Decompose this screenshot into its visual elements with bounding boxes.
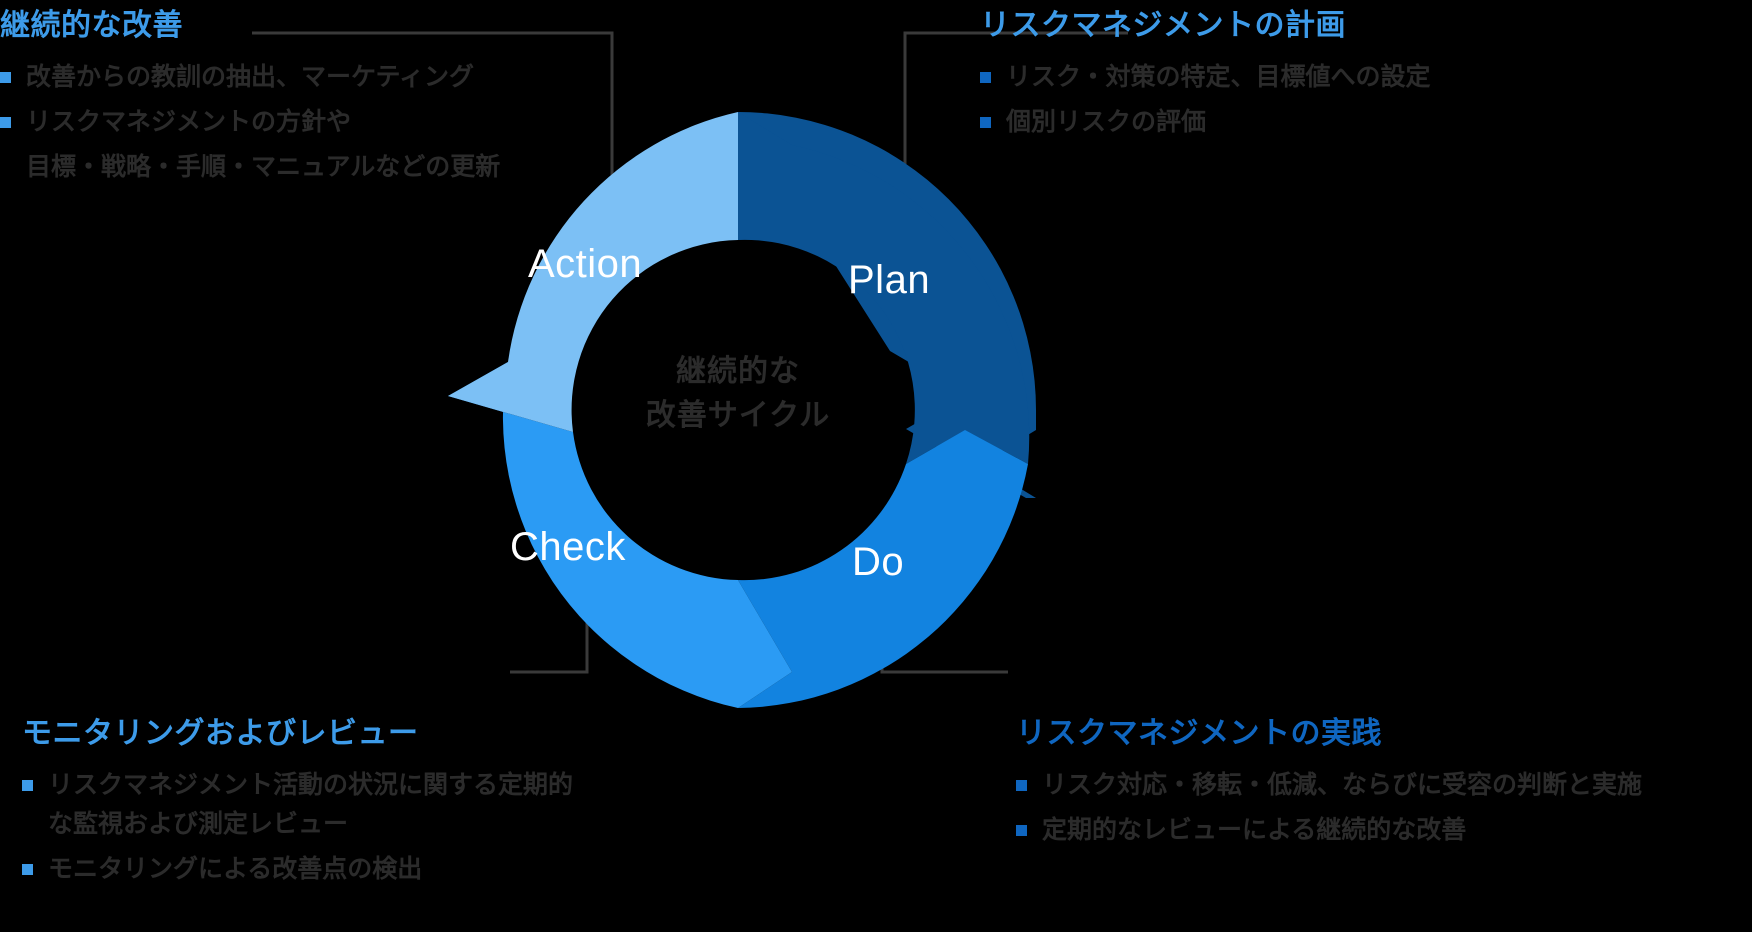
callout-title-bottom-right: リスクマネジメントの実践 [1016, 717, 1382, 750]
callout-continuous-improvement: 継続的な改善 改善からの教訓の抽出、マーケティング リスクマネジメントの方針や … [0, 8, 560, 192]
donut-center-label: 継続的な 改善サイクル [588, 350, 888, 437]
callout-list-top-right: リスク・対策の特定、目標値への設定 個別リスクの評価 [980, 58, 1752, 142]
segment-label-do: Do [852, 540, 905, 584]
callout-item-cont: 目標・戦略・手順・マニュアルなどの更新 [0, 148, 560, 187]
callout-list-top-left: 改善からの教訓の抽出、マーケティング リスクマネジメントの方針や 目標・戦略・手… [0, 58, 560, 186]
callout-list-bottom-right: リスク対応・移転・低減、ならびに受容の判断と実施 定期的なレビューによる継続的な… [1016, 766, 1752, 850]
callout-item-text: リスク対応・移転・低減、ならびに受容の判断と実施 [1042, 771, 1643, 799]
callout-risk-management-planning: リスクマネジメントの計画 リスク・対策の特定、目標値への設定 個別リスクの評価 [980, 8, 1752, 148]
callout-item-text: 改善からの教訓の抽出、マーケティング [26, 63, 475, 91]
callout-title-top-right: リスクマネジメントの計画 [980, 9, 1346, 42]
center-label-line2: 改善サイクル [645, 398, 831, 432]
callout-item: リスク・対策の特定、目標値への設定 [980, 58, 1752, 97]
bullet-square-icon [1016, 824, 1027, 836]
donut-segment-action[interactable] [448, 112, 738, 432]
bullet-square-icon [1016, 780, 1027, 791]
center-label-line1: 継続的な [676, 355, 800, 388]
pdca-donut: Plan Do Check Action 継続的な 改善サイクル [440, 112, 1036, 708]
bullet-square-icon [22, 780, 33, 791]
bullet-square-icon [0, 72, 11, 83]
callout-title-bottom-left: モニタリングおよびレビュー [22, 717, 419, 750]
callout-item-text: 目標・戦略・手順・マニュアルなどの更新 [26, 152, 501, 181]
callout-item-text: リスクマネジメントの方針や [26, 107, 352, 136]
callout-item: リスク対応・移転・低減、ならびに受容の判断と実施 [1016, 766, 1752, 805]
callout-item: モニタリングによる改善点の検出 [22, 850, 582, 889]
callout-item: 改善からの教訓の抽出、マーケティング [0, 58, 560, 97]
callout-list-bottom-left: リスクマネジメント活動の状況に関する定期的な監視および測定レビュー モニタリング… [22, 766, 582, 888]
donut-segment-plan-body[interactable] [738, 112, 1030, 464]
segment-label-action: Action [528, 242, 643, 286]
callout-item: リスクマネジメントの方針や [0, 103, 560, 142]
bullet-square-icon [0, 116, 11, 128]
callout-item-text: リスク・対策の特定、目標値への設定 [1006, 63, 1431, 91]
callout-item-text: 個別リスクの評価 [1006, 107, 1207, 136]
callout-item-text: リスクマネジメント活動の状況に関する定期的な監視および測定レビュー [48, 771, 574, 838]
donut-segment-check[interactable] [448, 362, 792, 708]
callout-item: リスクマネジメント活動の状況に関する定期的な監視および測定レビュー [22, 766, 582, 844]
segment-label-plan: Plan [848, 258, 931, 302]
callout-risk-management-practice: リスクマネジメントの実践 リスク対応・移転・低減、ならびに受容の判断と実施 定期… [1016, 716, 1752, 856]
callout-title-top-left: 継続的な改善 [0, 9, 183, 42]
callout-item-text: モニタリングによる改善点の検出 [48, 854, 423, 883]
callout-item: 個別リスクの評価 [980, 103, 1752, 142]
bullet-square-icon [22, 863, 33, 875]
segment-label-check: Check [510, 525, 626, 569]
pdca-donut-svg [448, 112, 1036, 708]
callout-item: 定期的なレビューによる継続的な改善 [1016, 811, 1752, 850]
callout-item-text: 定期的なレビューによる継続的な改善 [1042, 815, 1467, 844]
bullet-square-icon [980, 116, 991, 128]
bullet-square-icon [980, 72, 991, 83]
callout-monitoring-and-review: モニタリングおよびレビュー リスクマネジメント活動の状況に関する定期的な監視およ… [22, 716, 582, 894]
donut-segment-do[interactable] [738, 430, 1028, 708]
